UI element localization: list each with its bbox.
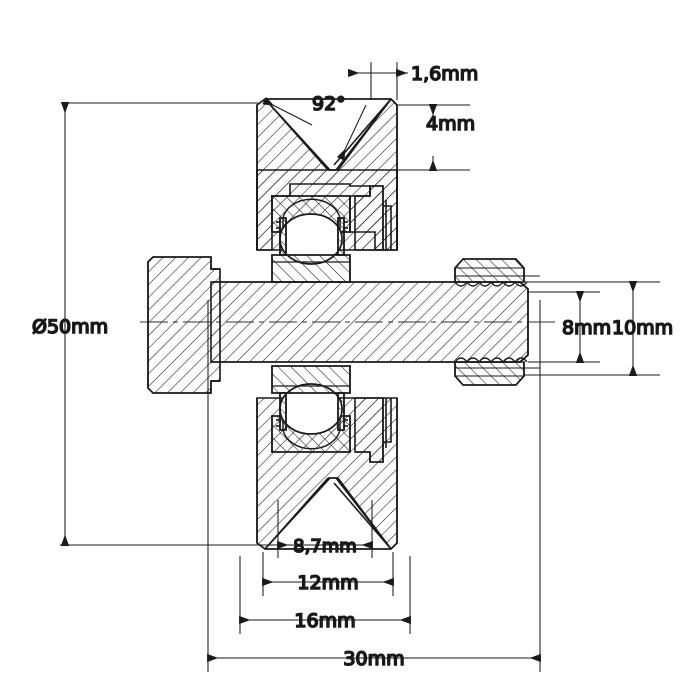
- dimension-labels: Ø50mm 92° 1,6mm 4mm 8mm 10mm 8,7mm 12mm …: [31, 62, 674, 671]
- label-shaft-diameter: 8mm: [562, 317, 611, 339]
- bearing-inner-race-lower: [271, 365, 351, 394]
- dimension-lines: [60, 62, 660, 672]
- hex-nut-lower: [454, 361, 525, 386]
- label-pulley-width: 16mm: [294, 610, 355, 632]
- label-groove-top-width: 12mm: [297, 572, 358, 594]
- label-groove-root-width: 8,7mm: [293, 536, 357, 557]
- leader-angle-right: [336, 104, 367, 161]
- label-groove-depth: 4mm: [426, 113, 475, 135]
- hex-nut-upper: [454, 258, 525, 283]
- bearing-seat-step-upper: [354, 185, 392, 251]
- label-groove-angle: 92°: [312, 93, 346, 115]
- leader-angle-left: [262, 96, 313, 126]
- label-overall-length: 30mm: [343, 648, 404, 670]
- label-outer-diameter: Ø50mm: [32, 316, 108, 338]
- label-boss-diameter: 10mm: [612, 317, 673, 339]
- bearing-inner-race-upper: [271, 254, 351, 283]
- label-flange-thickness: 1,6mm: [411, 63, 478, 85]
- bearing-seat-step-lower: [354, 397, 392, 463]
- bolt-head-flange: [147, 256, 221, 394]
